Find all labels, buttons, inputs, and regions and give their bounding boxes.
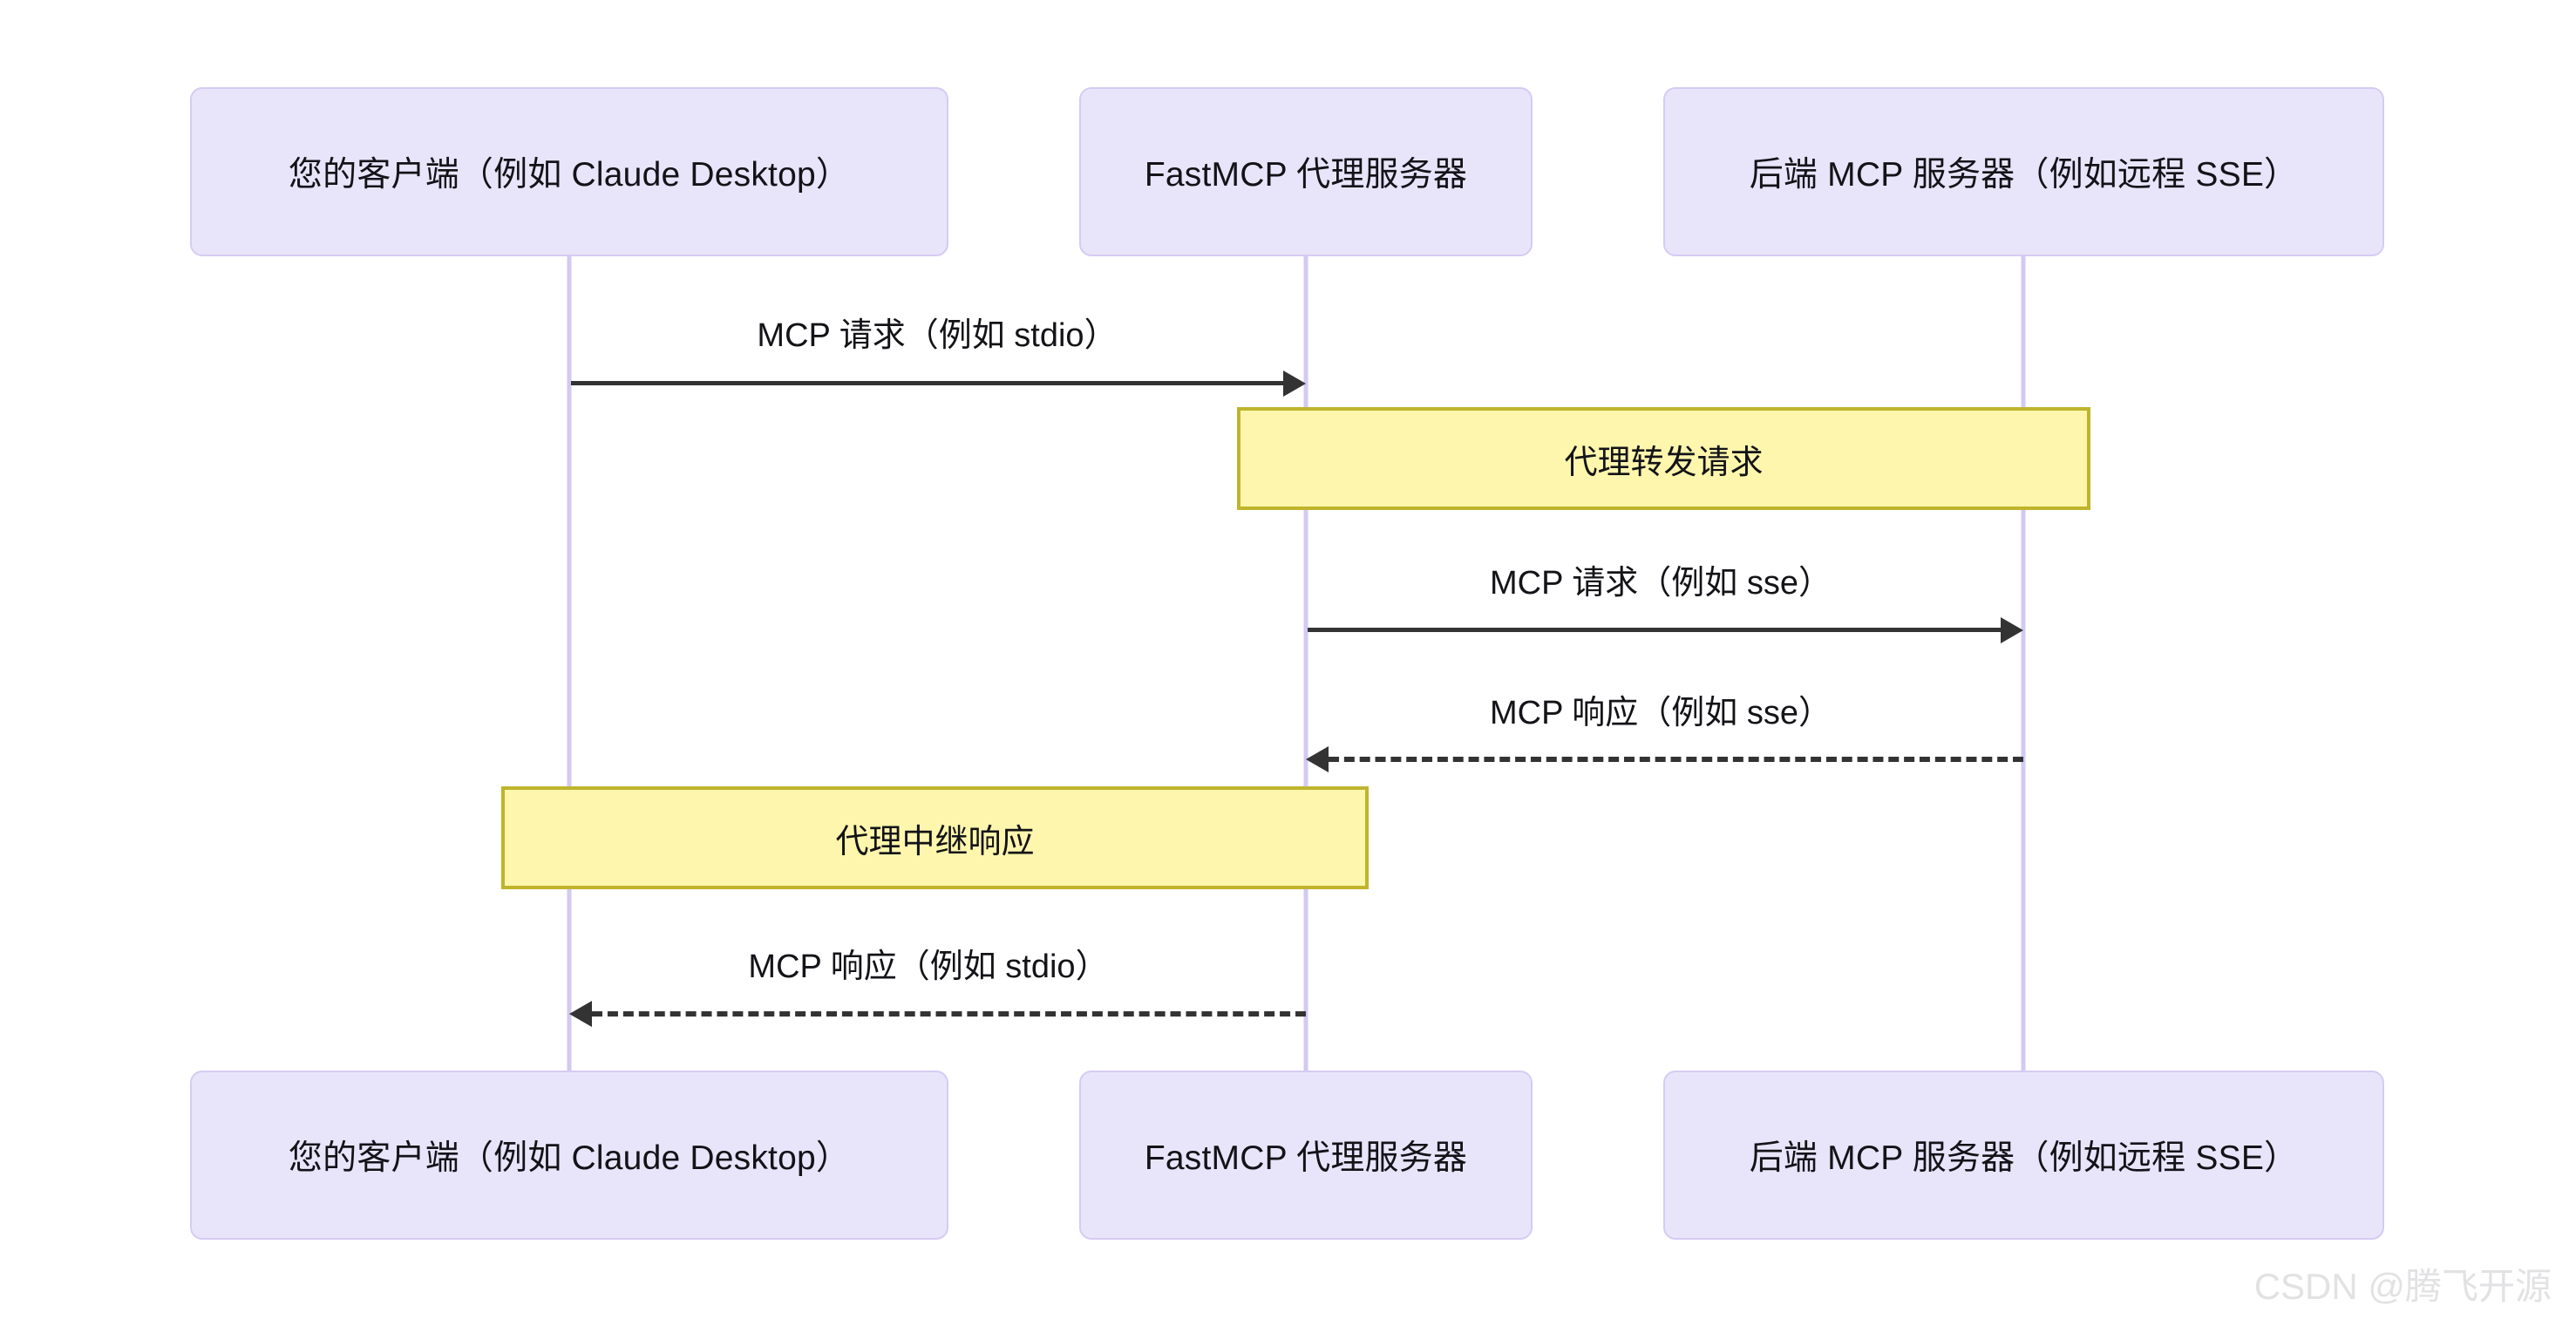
lifeline-proxy bbox=[1303, 256, 1308, 1071]
message-4-arrowhead bbox=[569, 1001, 592, 1027]
message-4-label: MCP 响应（例如 stdio） bbox=[748, 949, 1109, 985]
participant-proxy-bottom-label: FastMCP 代理服务器 bbox=[1144, 1139, 1468, 1177]
message-2-arrowhead bbox=[2001, 617, 2023, 643]
message-3-arrowhead bbox=[1306, 746, 1329, 772]
message-3-label: MCP 响应（例如 sse） bbox=[1489, 695, 1832, 731]
message-1-label: MCP 请求（例如 stdio） bbox=[757, 317, 1118, 354]
lifeline-client bbox=[567, 256, 572, 1071]
note-forward-label: 代理转发请求 bbox=[1564, 444, 1764, 481]
lifeline-backend bbox=[2021, 256, 2026, 1071]
participant-backend-bottom[interactable]: 后端 MCP 服务器（例如远程 SSE） bbox=[1663, 1071, 2384, 1240]
note-relay: 代理中继响应 bbox=[501, 786, 1369, 889]
note-relay-label: 代理中继响应 bbox=[835, 823, 1035, 860]
participant-client-top-label: 您的客户端（例如 Claude Desktop） bbox=[288, 156, 851, 194]
participant-client-bottom-label: 您的客户端（例如 Claude Desktop） bbox=[288, 1139, 851, 1177]
participant-proxy-top-label: FastMCP 代理服务器 bbox=[1144, 156, 1468, 194]
watermark: CSDN @腾飞开源 bbox=[2253, 1266, 2552, 1307]
participant-backend-top-label: 后端 MCP 服务器（例如远程 SSE） bbox=[1749, 156, 2299, 194]
message-3-line bbox=[1329, 757, 2023, 762]
message-1-arrowhead bbox=[1283, 371, 1306, 397]
message-4-line bbox=[592, 1011, 1306, 1017]
message-2-label: MCP 请求（例如 sse） bbox=[1489, 565, 1832, 602]
participant-client-top[interactable]: 您的客户端（例如 Claude Desktop） bbox=[190, 87, 948, 256]
message-2-line bbox=[1308, 628, 2001, 632]
participant-proxy-top[interactable]: FastMCP 代理服务器 bbox=[1079, 87, 1533, 256]
participant-backend-top[interactable]: 后端 MCP 服务器（例如远程 SSE） bbox=[1663, 87, 2384, 256]
note-forward: 代理转发请求 bbox=[1237, 407, 2090, 510]
message-1-line bbox=[571, 381, 1284, 385]
participant-proxy-bottom[interactable]: FastMCP 代理服务器 bbox=[1079, 1071, 1533, 1240]
participant-client-bottom[interactable]: 您的客户端（例如 Claude Desktop） bbox=[190, 1071, 948, 1240]
participant-backend-bottom-label: 后端 MCP 服务器（例如远程 SSE） bbox=[1749, 1139, 2299, 1177]
